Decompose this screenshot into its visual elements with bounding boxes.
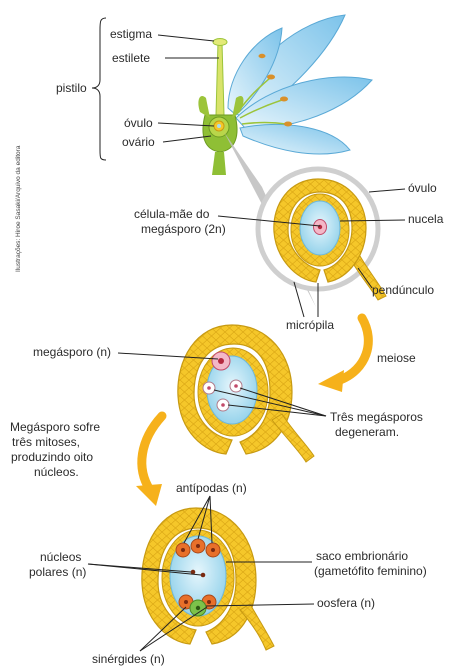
- illustration-credit: Ilustrações: Hiroe Sasaki/Arquivo da edi…: [15, 145, 22, 272]
- stigma: [213, 39, 227, 46]
- label-ovulo-flower: óvulo: [124, 116, 153, 130]
- label-pendunculo: pendúnculo: [372, 283, 434, 297]
- label-megasporo: megásporo (n): [33, 345, 111, 359]
- label-ovario: ovário: [122, 135, 155, 149]
- label-sinergides: sinérgides (n): [92, 652, 165, 666]
- label-saco-2: (gametófito feminino): [314, 564, 427, 578]
- label-ovulo-stage1: óvulo: [408, 181, 437, 195]
- label-estigma: estigma: [110, 27, 152, 41]
- label-estilete: estilete: [112, 51, 150, 65]
- label-celula-mae-2: megásporo (2n): [141, 222, 226, 236]
- label-nucleos-1: núcleos: [40, 550, 81, 564]
- label-micropila: micrópila: [286, 318, 334, 332]
- meiose-arrow: [340, 318, 368, 380]
- label-meiose: meiose: [377, 351, 416, 365]
- label-antipodas: antípodas (n): [176, 481, 247, 495]
- ovule-stage-2: [178, 325, 314, 462]
- label-tres-megasporos-1: Três megásporos: [330, 410, 423, 424]
- label-saco-1: saco embrionário: [316, 549, 408, 563]
- pistilo-brace: [92, 18, 106, 160]
- label-mitose-4: núcleos.: [34, 465, 79, 479]
- mitosis-arrow: [142, 416, 162, 490]
- label-mitose-2: três mitoses,: [12, 435, 80, 449]
- label-tres-megasporos-2: degeneram.: [335, 425, 399, 439]
- label-pistilo: pistilo: [56, 81, 87, 95]
- style: [216, 42, 224, 115]
- label-nucela: nucela: [408, 212, 444, 226]
- label-nucleos-2: polares (n): [29, 565, 86, 579]
- label-mitose-1: Megásporo sofre: [10, 420, 100, 434]
- flower-illustration: [198, 15, 372, 175]
- label-celula-mae-1: célula-mãe do: [134, 207, 210, 221]
- petal: [240, 124, 350, 154]
- label-oosfera: oosfera (n): [317, 596, 375, 610]
- ovule-stage-3: [142, 508, 274, 650]
- label-mitose-3: produzindo oito: [11, 450, 93, 464]
